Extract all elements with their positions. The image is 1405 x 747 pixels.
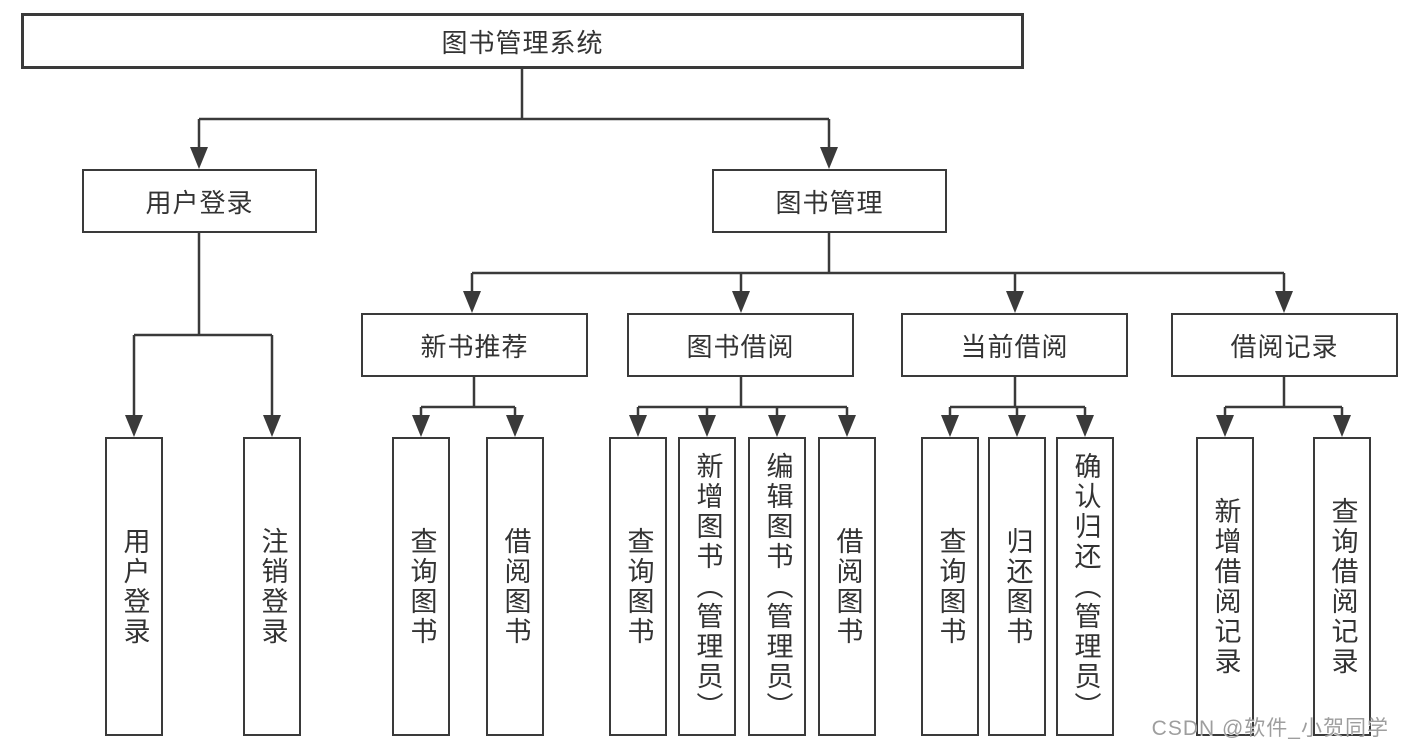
leaf-add-books-admin: 新增图书（管理员）: [678, 437, 736, 736]
node-book-borrowing: 图书借阅: [627, 313, 854, 377]
leaf-label: 新增借阅记录: [1210, 496, 1241, 677]
leaf-user-login: 用户登录: [105, 437, 163, 736]
leaf-label: 查询图书: [406, 526, 437, 647]
leaf-query-borrow-record: 查询借阅记录: [1313, 437, 1371, 736]
arrowheads: [125, 147, 1351, 437]
leaf-return-books: 归还图书: [988, 437, 1046, 736]
leaf-add-borrow-record: 新增借阅记录: [1196, 437, 1254, 736]
leaf-label: 确认归还（管理员）: [1070, 451, 1101, 722]
node-borrowing-records: 借阅记录: [1171, 313, 1398, 377]
node-book-management: 图书管理: [712, 169, 947, 233]
leaf-borrow-books: 借阅图书: [818, 437, 876, 736]
leaf-label: 用户登录: [119, 526, 150, 647]
leaf-label: 新增图书（管理员）: [692, 451, 723, 722]
leaf-label: 借阅图书: [500, 526, 531, 647]
leaf-label: 查询图书: [935, 526, 966, 647]
leaf-label: 注销登录: [257, 526, 288, 647]
leaf-borrow-books: 借阅图书: [486, 437, 544, 736]
node-library-management-system: 图书管理系统: [21, 13, 1024, 69]
leaf-label: 借阅图书: [832, 526, 863, 647]
leaf-label: 归还图书: [1002, 526, 1033, 647]
leaf-label: 查询图书: [623, 526, 654, 647]
node-user-login: 用户登录: [82, 169, 317, 233]
leaf-label: 查询借阅记录: [1327, 496, 1358, 677]
node-label: 用户登录: [145, 187, 254, 218]
node-label: 图书管理系统: [441, 27, 604, 58]
node-label: 新书推荐: [420, 331, 529, 362]
leaf-query-books: 查询图书: [392, 437, 450, 736]
leaf-label: 编辑图书（管理员）: [762, 451, 793, 722]
leaf-query-books: 查询图书: [921, 437, 979, 736]
leaf-confirm-return-admin: 确认归还（管理员）: [1056, 437, 1114, 736]
leaf-query-books: 查询图书: [609, 437, 667, 736]
node-label: 借阅记录: [1230, 331, 1339, 362]
node-current-borrowing: 当前借阅: [901, 313, 1128, 377]
node-label: 当前借阅: [960, 331, 1069, 362]
node-new-book-recommendation: 新书推荐: [361, 313, 588, 377]
leaf-edit-books-admin: 编辑图书（管理员）: [748, 437, 806, 736]
csdn-watermark: CSDN @软件_小贺同学: [1151, 717, 1389, 740]
node-label: 图书管理: [775, 187, 884, 218]
leaf-logout: 注销登录: [243, 437, 301, 736]
node-label: 图书借阅: [686, 331, 795, 362]
